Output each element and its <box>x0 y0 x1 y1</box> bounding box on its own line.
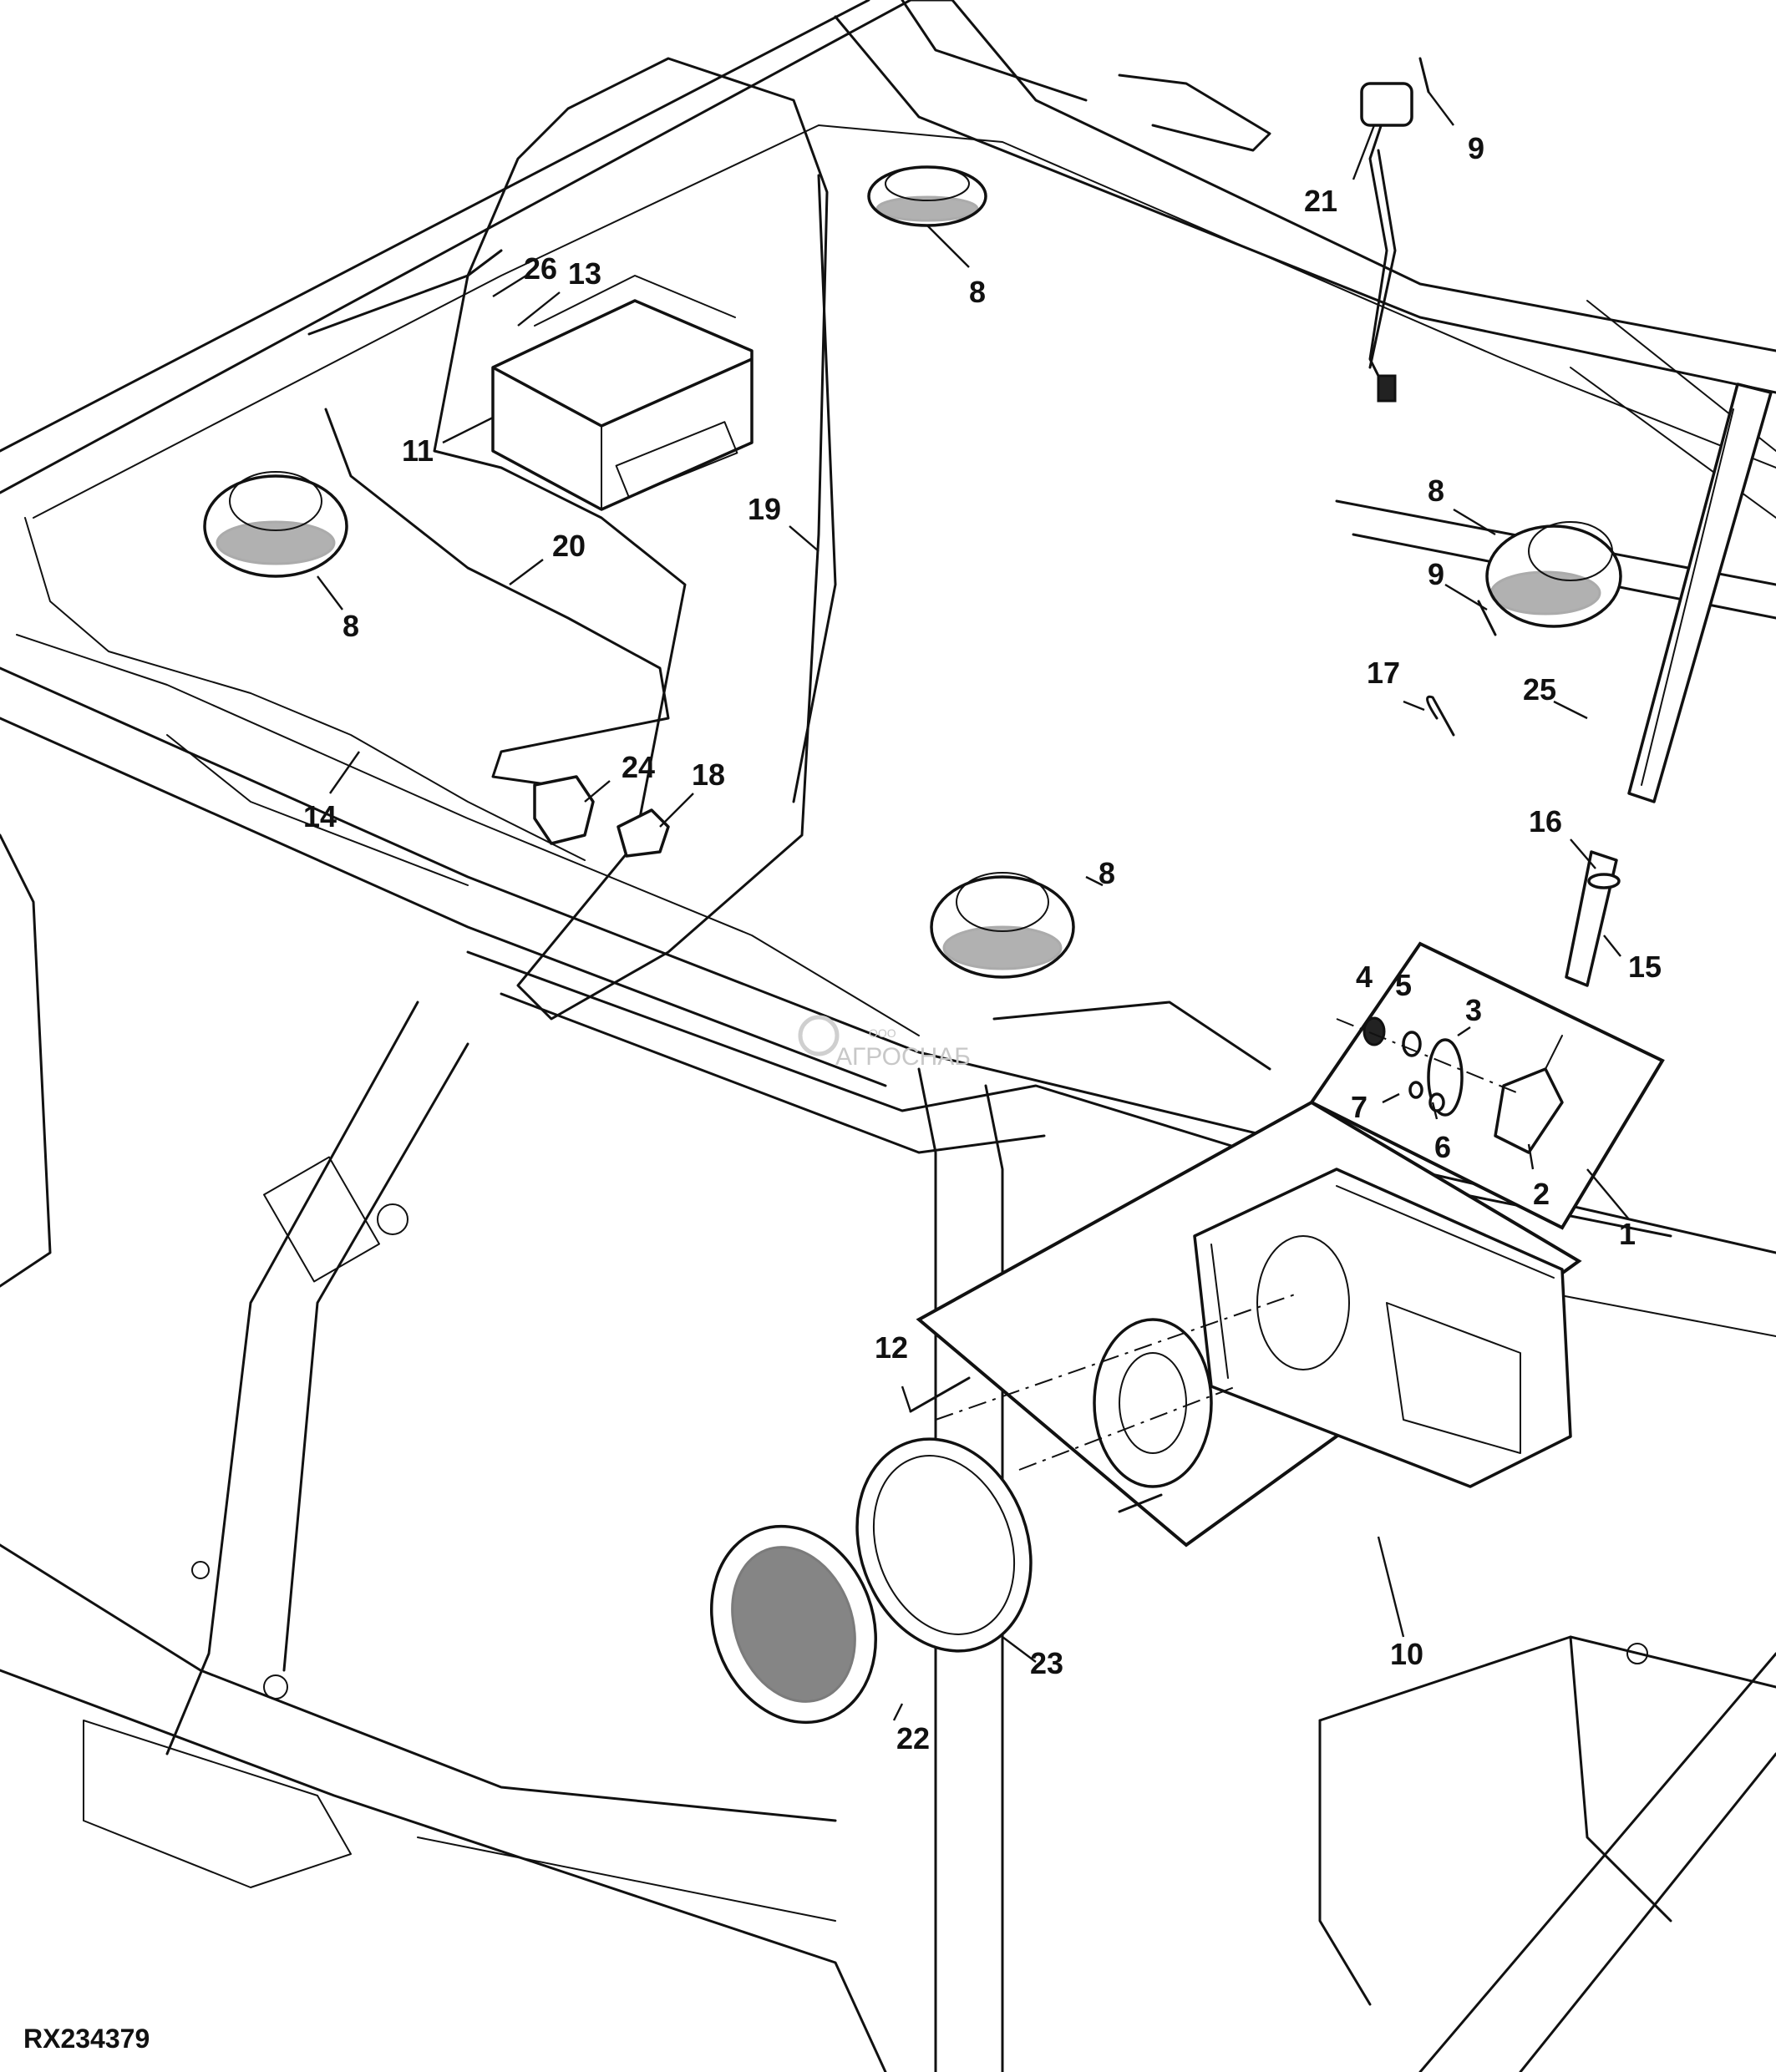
callout-14[interactable]: 14 <box>303 799 337 833</box>
nut-7[interactable] <box>1408 1081 1423 1099</box>
switch-18[interactable] <box>617 808 670 858</box>
screw-subwoofer[interactable] <box>1118 1493 1163 1513</box>
subwoofer-speaker[interactable] <box>1093 1318 1213 1488</box>
callout-22[interactable]: 22 <box>896 1721 930 1755</box>
module-24[interactable] <box>533 775 595 845</box>
subwoofer-enclosure[interactable] <box>1193 1168 1572 1488</box>
callout-26[interactable]: 26 <box>524 251 557 286</box>
callout-2[interactable]: 2 <box>1533 1177 1550 1211</box>
callout-8-left[interactable]: 8 <box>343 609 359 643</box>
callout-1[interactable]: 1 <box>1619 1217 1636 1251</box>
watermark-prefix: ООО <box>869 1026 896 1040</box>
washer-6[interactable] <box>1428 1092 1445 1112</box>
callout-8-top[interactable]: 8 <box>969 275 986 309</box>
callout-24[interactable]: 24 <box>622 750 655 784</box>
callout-17[interactable]: 17 <box>1367 656 1400 690</box>
clip-17[interactable] <box>1426 695 1455 737</box>
callout-13[interactable]: 13 <box>568 256 601 291</box>
washer-5[interactable] <box>1402 1031 1422 1057</box>
speaker-left[interactable] <box>203 471 348 578</box>
callout-10[interactable]: 10 <box>1390 1637 1423 1671</box>
callout-20[interactable]: 20 <box>552 529 586 563</box>
callout-5[interactable]: 5 <box>1395 968 1412 1002</box>
speaker-front-center[interactable] <box>930 872 1075 979</box>
callout-3[interactable]: 3 <box>1465 993 1482 1027</box>
speaker-top-center[interactable] <box>867 165 987 227</box>
antenna-mast-25[interactable] <box>1565 382 1773 987</box>
callout-16[interactable]: 16 <box>1529 804 1562 838</box>
callout-8-right[interactable]: 8 <box>1428 474 1444 508</box>
nut-4[interactable] <box>1362 1016 1386 1046</box>
callouts: 1 2 3 4 5 6 7 8 8 8 8 9 9 10 11 12 13 14… <box>303 131 1662 1755</box>
callout-12[interactable]: 12 <box>875 1330 908 1365</box>
callout-19[interactable]: 19 <box>748 492 781 526</box>
speaker-grille-22[interactable] <box>685 1503 903 1746</box>
microphone-21[interactable] <box>1360 82 1413 403</box>
subwoofer-detail-box <box>909 1100 1582 1548</box>
speaker-right[interactable] <box>1485 521 1622 628</box>
leader-lines <box>317 91 1630 1721</box>
watermark-logo: ООО АГРОСНАБ <box>798 1015 971 1071</box>
callout-11[interactable]: 11 <box>402 433 434 468</box>
callout-9-right[interactable]: 9 <box>1428 557 1444 591</box>
callout-9-top[interactable]: 9 <box>1468 131 1484 165</box>
callout-6[interactable]: 6 <box>1434 1130 1451 1164</box>
callout-8-front[interactable]: 8 <box>1099 856 1115 890</box>
callout-18[interactable]: 18 <box>692 757 725 792</box>
callout-25[interactable]: 25 <box>1523 672 1556 707</box>
callout-4[interactable]: 4 <box>1356 960 1373 994</box>
callout-7[interactable]: 7 <box>1351 1090 1368 1124</box>
callout-15[interactable]: 15 <box>1628 950 1662 984</box>
callout-21[interactable]: 21 <box>1304 184 1337 218</box>
screw-12[interactable] <box>909 1376 971 1413</box>
drawing-id: RX234379 <box>23 2024 150 2054</box>
screw-9-top[interactable] <box>1418 57 1430 94</box>
speaker-ring-23[interactable] <box>829 1415 1060 1676</box>
antenna-detail-box <box>1309 941 1665 1230</box>
watermark-name: АГРОСНАБ <box>835 1043 971 1071</box>
callout-23[interactable]: 23 <box>1030 1646 1063 1680</box>
wiring <box>24 57 1397 1071</box>
radio-unit[interactable] <box>491 275 754 511</box>
